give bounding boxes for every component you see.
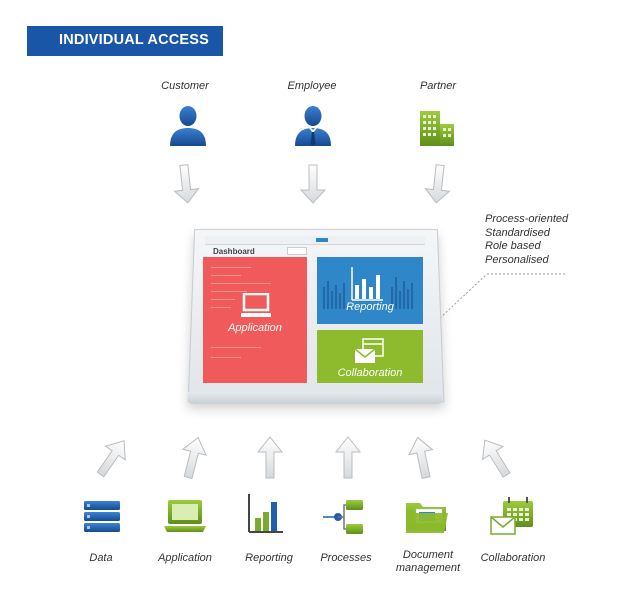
- item-label-reporting: Reporting: [245, 552, 293, 564]
- customer-icon: [170, 106, 206, 146]
- arrow-up-data: [96, 440, 126, 478]
- features-leader-line: [439, 273, 488, 319]
- application-icon: [164, 500, 206, 532]
- role-label-customer: Customer: [161, 80, 209, 92]
- feature-item: Process-oriented: [485, 213, 569, 225]
- arrow-up-processes: [334, 436, 362, 479]
- calendar-mail-icon: [354, 338, 384, 363]
- arrow-down-partner: [424, 164, 451, 204]
- arrow-up-reporting: [256, 436, 284, 479]
- item-label-collaboration: Collaboration: [480, 552, 546, 564]
- item-label-data: Data: [89, 552, 113, 564]
- screen-base: [188, 392, 442, 404]
- reporting-icon: [248, 494, 283, 533]
- data-icon: [84, 501, 120, 532]
- application-panel: Application: [203, 257, 307, 383]
- arrow-up-application: [181, 436, 207, 479]
- item-label-processes: Processes: [320, 552, 372, 564]
- arrow-down-employee: [299, 164, 327, 204]
- arrow-up-document: [408, 436, 434, 479]
- employee-icon: [295, 106, 331, 146]
- browser-toolbar: [205, 236, 425, 245]
- feature-item: Personalised: [485, 253, 549, 266]
- role-label-employee: Employee: [287, 80, 337, 92]
- collaboration-panel: Collaboration: [317, 330, 423, 383]
- item-label-document-management: Document management: [395, 549, 461, 574]
- banner-title: INDIVIDUAL ACCESS: [59, 32, 210, 48]
- dashboard-title: Dashboard: [213, 247, 255, 256]
- document-folder-icon: [406, 503, 448, 533]
- section-banner: INDIVIDUAL ACCESS: [27, 26, 223, 56]
- arrow-down-customer: [173, 164, 200, 204]
- feature-item: Role based: [485, 240, 541, 252]
- processes-icon: [323, 500, 363, 534]
- application-panel-label: Application: [228, 322, 282, 334]
- dashboard-dropdown: [287, 247, 307, 255]
- collaboration-panel-label: Collaboration: [337, 367, 403, 379]
- reporting-panel-label: Reporting: [346, 301, 394, 313]
- feature-item: Standardised: [485, 226, 550, 239]
- arrow-up-collaboration: [482, 439, 511, 478]
- browser-search-button: [316, 238, 328, 242]
- reporting-bars: [323, 267, 413, 309]
- reporting-panel: Reporting: [317, 257, 423, 324]
- item-label-application: Application: [158, 552, 212, 564]
- laptop-icon: [241, 293, 271, 317]
- role-label-partner: Partner: [419, 80, 457, 92]
- partner-building-icon: [420, 111, 454, 146]
- collaboration-icon: [490, 497, 533, 535]
- features-list: Process-oriented Standardised Role based…: [485, 213, 568, 267]
